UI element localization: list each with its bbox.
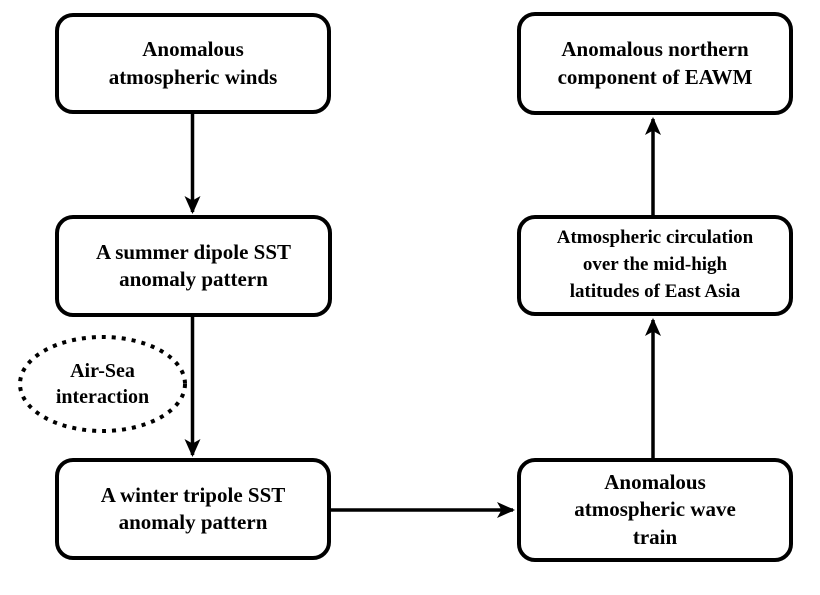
node-text-line: atmospheric winds <box>108 64 278 89</box>
node-summer-dipole-sst: A summer dipole SST anomaly pattern <box>55 215 332 317</box>
node-text-line: Anomalous <box>604 470 706 495</box>
node-text-line: atmospheric wave <box>574 497 736 522</box>
node-winter-tripole-sst: A winter tripole SST anomaly pattern <box>55 458 331 560</box>
node-anomalous-atmospheric-winds: Anomalous atmospheric winds <box>55 13 331 114</box>
node-atmospheric-circulation: Atmospheric circulation over the mid-hig… <box>517 215 793 316</box>
node-text-line: Anomalous <box>142 37 244 62</box>
node-anomalous-northern-eawm: Anomalous northern component of EAWM <box>517 12 793 115</box>
node-text-line: A summer dipole SST <box>95 239 292 264</box>
node-text-line: Anomalous northern <box>561 37 749 62</box>
node-text-line: A winter tripole SST <box>100 482 286 507</box>
node-text-line: anomaly pattern <box>118 510 268 534</box>
node-text-line: over the mid-high <box>582 254 728 276</box>
air-sea-interaction-ellipse <box>18 335 187 433</box>
oval-text-line: interaction <box>55 386 150 408</box>
node-text-line: train <box>632 524 678 549</box>
node-text-line: component of EAWM <box>557 64 753 89</box>
oval-text-line: Air-Sea <box>70 360 135 382</box>
label-air-sea-interaction: Air-Sea interaction <box>18 335 187 433</box>
node-anomalous-wave-train: Anomalous atmospheric wave train <box>517 458 793 562</box>
node-text-line: latitudes of East Asia <box>569 280 741 302</box>
node-text-line: Atmospheric circulation <box>556 227 754 249</box>
node-text-line: anomaly pattern <box>119 267 268 291</box>
